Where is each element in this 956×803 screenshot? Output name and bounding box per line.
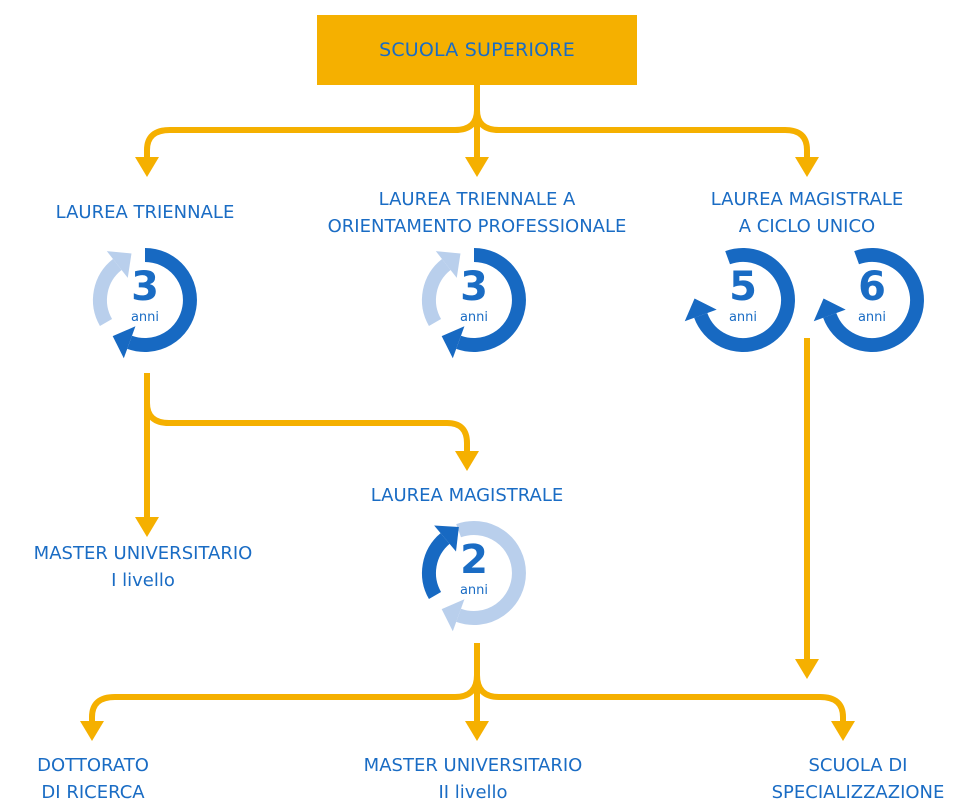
dottorato-label: DOTTORATO DI RICERCA — [37, 755, 149, 803]
arrowhead-dottorato — [80, 721, 104, 741]
duration-unit: anni — [459, 310, 489, 325]
scuola-superiore-box: SCUOLA SUPERIORE — [317, 15, 637, 85]
master-universitario-1-label: MASTER UNIVERSITARIO I livello — [33, 543, 253, 591]
scuola-specializzazione-label: SCUOLA DI SPECIALIZZAZIONE — [771, 755, 945, 803]
connector-to-magistrale — [144, 402, 470, 452]
duration-years: 3 — [131, 264, 159, 310]
duration-years: 3 — [460, 264, 488, 310]
cycle-icon-5-anni: 5 anni — [683, 240, 803, 360]
arrowhead-master2 — [465, 721, 489, 741]
duration-years: 5 — [729, 264, 757, 310]
duration-unit: anni — [728, 310, 758, 325]
cycle-svg-3b — [422, 248, 526, 359]
arrowhead-master1 — [135, 517, 159, 537]
duration-unit: anni — [459, 583, 489, 598]
laurea-magistrale-label: LAUREA MAGISTRALE — [370, 485, 564, 506]
scuola-superiore-label: SCUOLA SUPERIORE — [379, 39, 575, 61]
arrowhead-specializzazione — [831, 721, 855, 741]
cycle-icon-laurea-triennale-prof: 3 anni — [414, 240, 534, 360]
duration-unit: anni — [857, 310, 887, 325]
duration-years: 6 — [858, 264, 886, 310]
laurea-magistrale-ciclo-unico-label: LAUREA MAGISTRALE A CICLO UNICO — [710, 189, 904, 237]
arrowhead-magistrale — [455, 451, 479, 471]
master-universitario-2-label: MASTER UNIVERSITARIO II livello — [363, 755, 583, 803]
laurea-triennale-prof-label: LAUREA TRIENNALE A ORIENTAMENTO PROFESSI… — [327, 189, 627, 237]
arrowhead-ciclo-unico — [795, 157, 819, 177]
duration-years: 2 — [460, 537, 488, 583]
duration-unit: anni — [130, 310, 160, 325]
connector-to-triennale — [144, 109, 480, 158]
cycle-svg-5 — [684, 248, 795, 352]
connector-to-ciclo-unico — [474, 109, 810, 158]
cycle-icon-6-anni: 6 anni — [812, 240, 932, 360]
laurea-triennale-label: LAUREA TRIENNALE — [55, 202, 235, 223]
connector-to-dottorato — [89, 674, 480, 722]
cycle-svg-2 — [422, 521, 526, 632]
cycle-svg-6 — [813, 248, 924, 352]
arrowhead-triennale — [135, 157, 159, 177]
arrowhead-triennale-prof — [465, 157, 489, 177]
connector-to-specializzazione — [474, 674, 846, 722]
cycle-icon-laurea-triennale: 3 anni — [85, 240, 205, 360]
cycle-icon-laurea-magistrale: 2 anni — [414, 513, 534, 633]
arrowhead-specializzazione-from-ciclo — [795, 659, 819, 679]
